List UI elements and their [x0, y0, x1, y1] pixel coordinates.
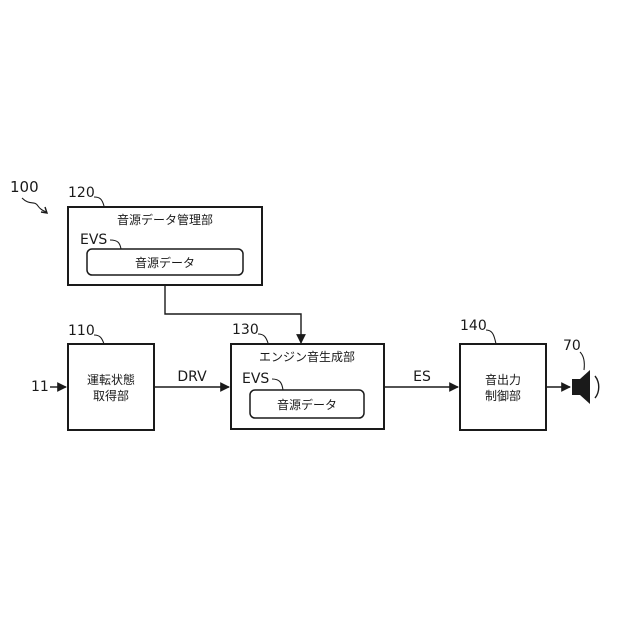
speaker-icon — [572, 370, 599, 404]
source-manager-evs-label: EVS — [80, 232, 107, 248]
speaker-ref: 70 — [563, 338, 581, 354]
system-ref-squiggle — [22, 198, 46, 212]
source-manager-ref-leader — [94, 197, 104, 206]
engine-generator-ref-leader — [258, 334, 268, 343]
state-acquirer-label-line2: 取得部 — [93, 388, 129, 403]
source-manager-title: 音源データ管理部 — [117, 212, 213, 227]
engine-generator-ref: 130 — [232, 322, 259, 338]
state-acquirer-label-line1: 運転状態 — [87, 372, 135, 387]
system-ref-label: 100 — [10, 178, 39, 196]
source-manager-ref: 120 — [68, 185, 95, 201]
es-signal-label: ES — [413, 369, 431, 385]
state-acquirer-ref: 110 — [68, 323, 95, 339]
drv-signal-label: DRV — [177, 369, 207, 385]
sound-output-label-line2: 制御部 — [485, 388, 521, 403]
engine-generator-title: エンジン音生成部 — [259, 349, 355, 364]
engine-generator-data-label: 音源データ — [277, 397, 337, 412]
engine-generator-evs-label: EVS — [242, 371, 269, 387]
state-acquirer-block — [68, 344, 154, 430]
source-manager-data-label: 音源データ — [135, 255, 195, 270]
sound-output-ref: 140 — [460, 318, 487, 334]
sound-output-label-line1: 音出力 — [485, 372, 521, 387]
state-acquirer-ref-leader — [94, 335, 104, 344]
sound-output-block — [460, 344, 546, 430]
input-signal-label: 11 — [31, 379, 49, 395]
sound-output-ref-leader — [486, 330, 496, 344]
speaker-ref-leader — [580, 352, 584, 370]
